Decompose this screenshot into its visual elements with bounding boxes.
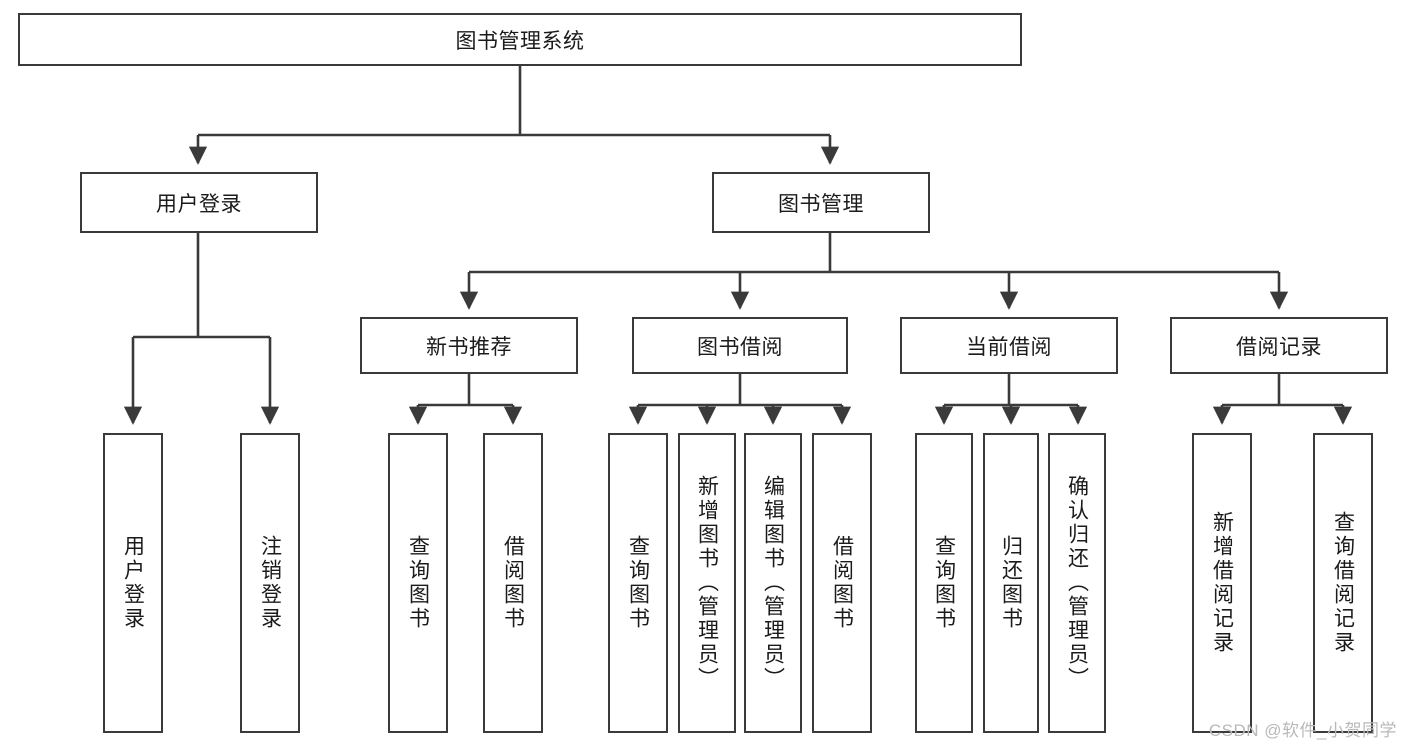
node-book-borrow[interactable]: 图书借阅 <box>632 317 848 374</box>
node-label: 用户登录 <box>121 535 145 631</box>
node-root-system[interactable]: 图书管理系统 <box>18 13 1022 66</box>
node-label: 图书管理系统 <box>455 29 585 53</box>
node-label: 查询图书 <box>406 535 430 631</box>
node-leaf-user-login-login[interactable]: 用户登录 <box>103 433 163 733</box>
node-label: 新增借阅记录 <box>1210 511 1234 655</box>
node-leaf-recommend-borrow-book[interactable]: 借阅图书 <box>483 433 543 733</box>
node-book-management[interactable]: 图书管理 <box>712 172 930 233</box>
node-current-borrow[interactable]: 当前借阅 <box>900 317 1118 374</box>
node-leaf-borrow-add-book-admin[interactable]: 新增图书（管理员） <box>678 433 736 733</box>
node-label: 归还图书 <box>999 535 1023 631</box>
node-label: 借阅记录 <box>1236 335 1322 359</box>
node-label: 编辑图书（管理员） <box>761 475 785 691</box>
node-leaf-record-query-record[interactable]: 查询借阅记录 <box>1313 433 1373 733</box>
node-leaf-borrow-edit-book-admin[interactable]: 编辑图书（管理员） <box>744 433 802 733</box>
node-label: 图书借阅 <box>697 335 783 359</box>
node-label: 查询图书 <box>626 535 650 631</box>
node-borrow-record[interactable]: 借阅记录 <box>1170 317 1388 374</box>
node-leaf-current-confirm-return-admin[interactable]: 确认归还（管理员） <box>1048 433 1106 733</box>
node-label: 图书管理 <box>778 192 864 216</box>
node-leaf-borrow-borrow-book[interactable]: 借阅图书 <box>812 433 872 733</box>
node-label: 新书推荐 <box>426 335 512 359</box>
node-label: 查询图书 <box>932 535 956 631</box>
node-label: 借阅图书 <box>830 535 854 631</box>
node-label: 注销登录 <box>258 535 282 631</box>
node-leaf-borrow-query-book[interactable]: 查询图书 <box>608 433 668 733</box>
node-user-login[interactable]: 用户登录 <box>80 172 318 233</box>
node-leaf-current-return-book[interactable]: 归还图书 <box>983 433 1039 733</box>
node-new-book-recommend[interactable]: 新书推荐 <box>360 317 578 374</box>
node-label: 当前借阅 <box>966 335 1052 359</box>
node-leaf-user-login-logout[interactable]: 注销登录 <box>240 433 300 733</box>
node-label: 借阅图书 <box>501 535 525 631</box>
node-leaf-record-add-record[interactable]: 新增借阅记录 <box>1192 433 1252 733</box>
node-label: 新增图书（管理员） <box>695 475 719 691</box>
node-leaf-current-query-book[interactable]: 查询图书 <box>915 433 973 733</box>
node-label: 查询借阅记录 <box>1331 511 1355 655</box>
node-label: 确认归还（管理员） <box>1065 475 1089 691</box>
node-label: 用户登录 <box>156 192 242 216</box>
watermark: CSDN @软件_小贺同学 <box>1208 721 1397 740</box>
node-leaf-recommend-query-book[interactable]: 查询图书 <box>388 433 448 733</box>
